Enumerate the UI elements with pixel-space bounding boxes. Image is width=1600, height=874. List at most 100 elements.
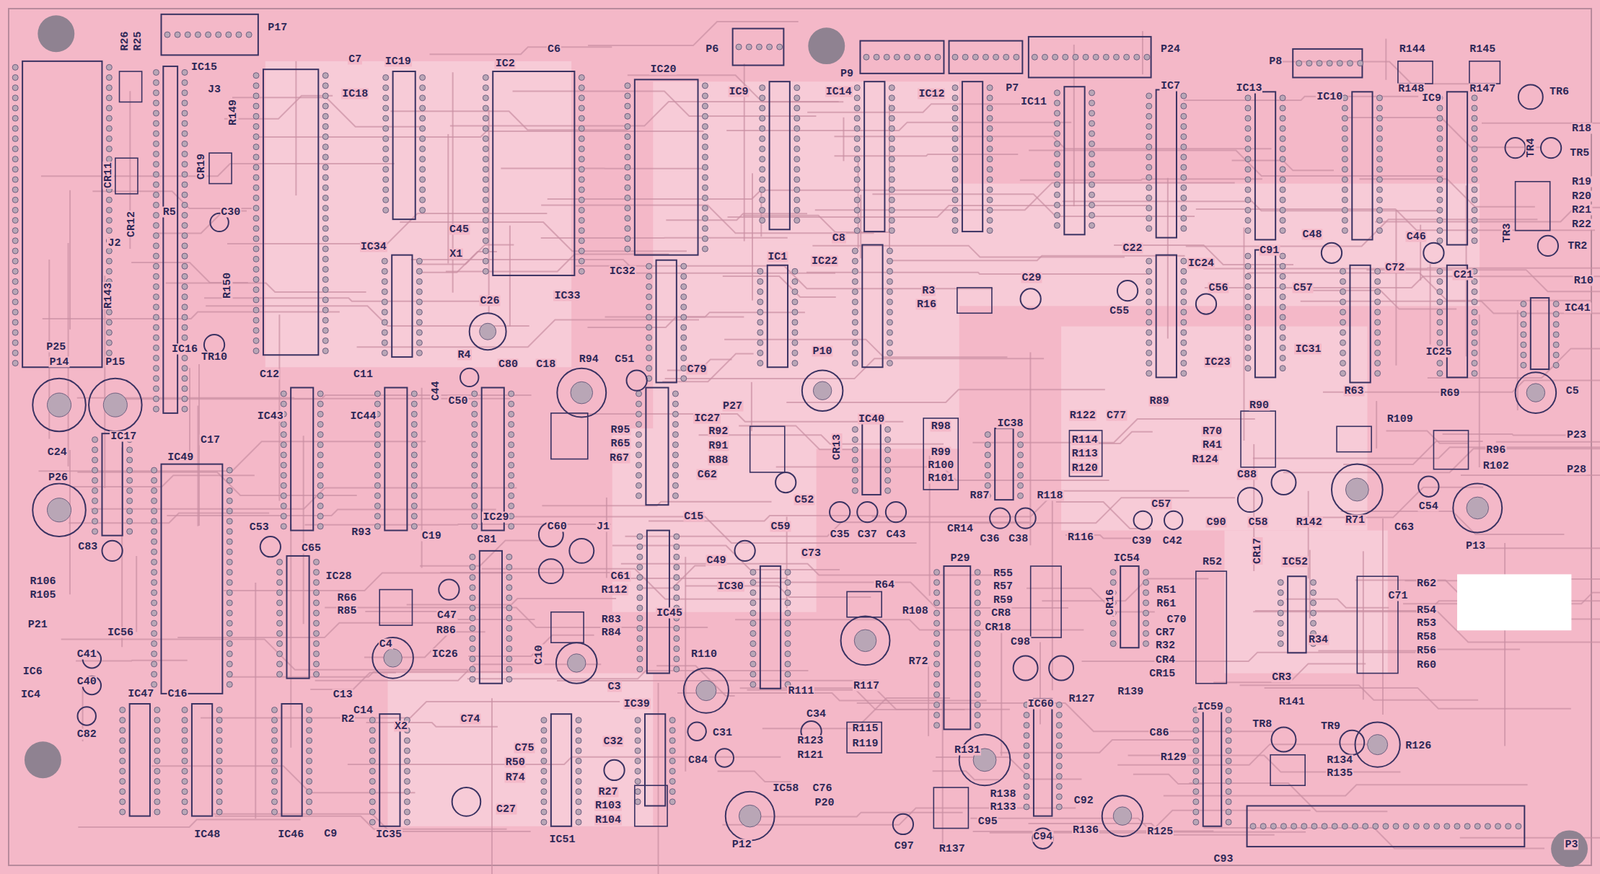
- solder-pad: [701, 174, 708, 181]
- solder-pad: [974, 610, 981, 617]
- solder-pad: [1341, 227, 1348, 234]
- solder-pad: [750, 641, 756, 648]
- solder-pad: [205, 31, 212, 38]
- solder-pad: [1331, 823, 1338, 830]
- solder-pad: [1056, 712, 1062, 719]
- solder-pad: [1089, 222, 1096, 229]
- solder-pad: [854, 85, 860, 91]
- part-designator: C52: [793, 494, 815, 506]
- solder-pad: [469, 605, 476, 612]
- part-designator: CR7: [1154, 627, 1176, 639]
- solder-pad: [854, 207, 860, 213]
- solder-pad: [1110, 641, 1116, 648]
- solder-pad: [636, 554, 643, 560]
- solder-pad: [1340, 309, 1347, 316]
- trace: [188, 367, 191, 452]
- solder-pad: [701, 225, 708, 232]
- component-body: [1240, 411, 1276, 468]
- solder-pad: [986, 125, 993, 132]
- solder-pad: [280, 390, 287, 397]
- solder-pad: [226, 487, 233, 494]
- solder-pad: [1053, 191, 1060, 198]
- solder-pad: [226, 508, 233, 515]
- trace: [942, 699, 944, 850]
- solder-pad: [1279, 344, 1286, 351]
- solder-pad: [416, 289, 423, 296]
- solder-pad: [216, 789, 223, 795]
- solder-pad: [383, 196, 389, 203]
- solder-pad: [575, 789, 582, 795]
- solder-pad: [1110, 569, 1116, 576]
- solder-pad: [181, 90, 188, 96]
- solder-pad: [934, 671, 940, 678]
- solder-pad: [672, 462, 679, 469]
- solder-pad: [152, 283, 159, 290]
- solder-pad: [680, 263, 687, 270]
- solder-pad: [181, 375, 188, 382]
- trace: [295, 61, 297, 196]
- solder-pad: [277, 671, 283, 678]
- solder-pad: [226, 620, 233, 627]
- solder-pad: [383, 115, 389, 122]
- part-designator: X2: [393, 721, 409, 733]
- solder-pad: [888, 135, 895, 142]
- solder-pad: [271, 737, 278, 744]
- solder-pad: [508, 390, 515, 397]
- solder-pad: [759, 95, 766, 101]
- solder-pad: [119, 737, 126, 744]
- solder-pad: [152, 385, 159, 392]
- solder-pad: [151, 661, 158, 668]
- solder-pad: [1017, 472, 1024, 479]
- solder-pad: [152, 110, 159, 117]
- solder-pad: [271, 809, 278, 816]
- solder-pad: [1056, 804, 1062, 811]
- solder-pad: [1245, 217, 1251, 224]
- part-designator: R51: [1155, 584, 1177, 596]
- round-component: [893, 814, 914, 835]
- trace: [399, 222, 687, 252]
- part-designator: R54: [1416, 604, 1437, 616]
- round-component: [1504, 137, 1525, 158]
- solder-pad: [181, 253, 188, 259]
- solder-pad: [1143, 579, 1150, 586]
- part-designator: C21: [1452, 269, 1474, 280]
- solder-pad: [1277, 590, 1284, 596]
- component-body: [1469, 61, 1500, 84]
- solder-pad: [885, 467, 891, 474]
- solder-pad: [317, 523, 324, 530]
- part-designator: R113: [1071, 448, 1099, 460]
- solder-pad: [1250, 823, 1256, 830]
- part-designator: R86: [435, 625, 457, 637]
- part-designator: R139: [1116, 686, 1145, 698]
- solder-pad: [1374, 360, 1381, 367]
- part-designator: C75: [514, 742, 536, 754]
- solder-pad: [416, 299, 423, 306]
- solder-pad: [759, 115, 766, 122]
- solder-pad: [646, 314, 653, 321]
- solder-pad: [181, 233, 188, 239]
- solder-pad: [680, 304, 687, 311]
- solder-pad: [1180, 329, 1187, 336]
- solder-pad: [636, 625, 643, 632]
- solder-pad: [12, 248, 19, 254]
- solder-pad: [1520, 311, 1527, 318]
- solder-pad: [506, 605, 513, 612]
- solder-pad: [1374, 299, 1381, 306]
- solder-pad: [306, 748, 313, 754]
- solder-pad: [1341, 156, 1348, 163]
- solder-pad: [673, 656, 680, 663]
- solder-pad: [634, 748, 641, 754]
- solder-pad: [1376, 125, 1383, 132]
- part-designator: IC16: [170, 343, 199, 355]
- solder-pad: [636, 564, 643, 570]
- solder-pad: [680, 375, 687, 382]
- solder-pad: [851, 258, 858, 265]
- solder-pad: [972, 54, 979, 60]
- solder-pad: [851, 299, 858, 306]
- trace: [889, 256, 1186, 262]
- part-designator: C4: [378, 638, 394, 650]
- solder-pad: [226, 538, 233, 545]
- solder-pad: [1245, 253, 1251, 259]
- solder-pad: [672, 442, 679, 448]
- solder-pad: [1279, 196, 1286, 203]
